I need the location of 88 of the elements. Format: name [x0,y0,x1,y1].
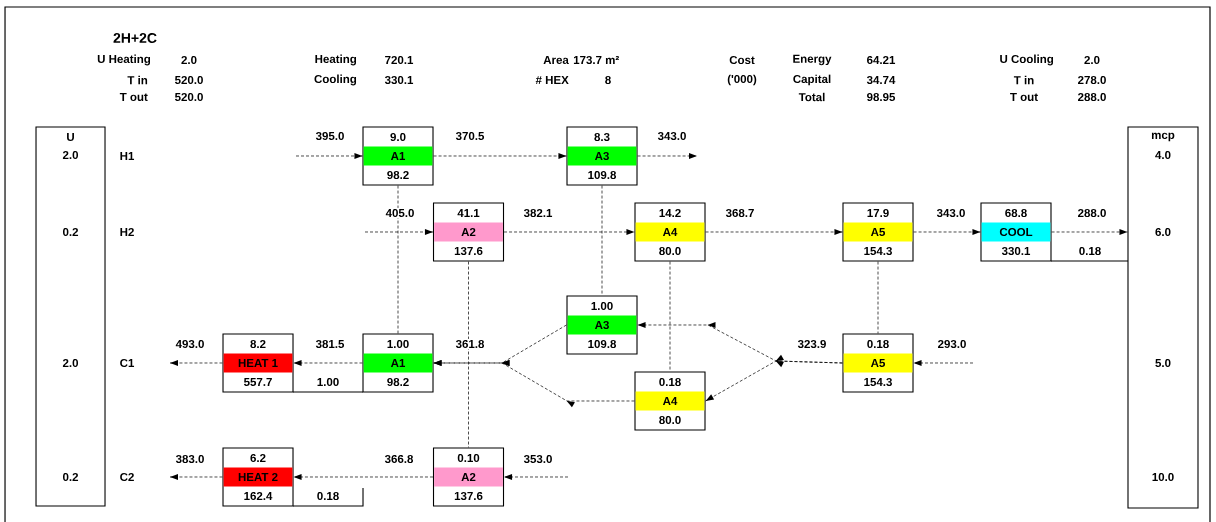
value-column-box: mcp 4.0 6.0 5.0 10.0 [1127,126,1199,509]
connector-line [397,185,399,334]
parameter-label: T in [1013,75,1034,85]
parameter-label: Cost [729,55,755,65]
stream-label: C1 [120,358,135,368]
parameter-label: T in [127,75,148,85]
parameter-value: 520.0 [175,92,203,102]
edge-label: 381.5 [314,338,346,350]
exchanger-box: 0.10 A2 137.6 [432,447,505,507]
edge-label: 382.1 [522,207,554,219]
parameter-label: U Cooling [1000,54,1054,66]
edge-label: 343.0 [656,130,688,142]
parameter-value: 98.95 [867,92,896,102]
exchanger-box: 9.0 A1 98.2 [362,126,434,186]
stream-arrow [433,153,567,159]
stream-arrow [1051,229,1128,235]
stream-arrow [293,360,363,366]
exchanger-box: 8.3 A3 109.8 [566,126,638,186]
parameter-value: 64.21 [867,55,896,65]
stream-arrow [705,229,843,235]
exchanger-box: 41.1 A2 137.6 [432,202,505,262]
parameter-value: 2.0 [1084,55,1100,65]
parameter-value: 288.0 [1078,92,1106,102]
stream-arrow [364,229,434,235]
parameter-value: 330.1 [384,75,414,85]
connector-line [669,261,671,372]
exchanger-box: 0.18 A5 154.3 [842,333,914,393]
connector-line [468,261,469,448]
stream-arrow [433,360,635,408]
exchanger-box: 1.00 A1 98.2 [362,333,434,393]
edge-label: 405.0 [384,207,416,219]
parameter-value: 173.7 m² [573,55,619,65]
value-cell: 0.18 [292,487,364,507]
edge-label: 383.0 [174,453,206,465]
value-cell: 1.00 [292,377,364,393]
parameter-label: Capital [793,74,831,86]
exchanger-box: 1.00 A3 109.8 [566,295,638,355]
parameter-label: Energy [793,54,832,66]
parameter-value: 278.0 [1078,75,1106,85]
exchanger-box: 17.9 A5 154.3 [842,202,914,262]
parameter-label: Heating [315,54,357,66]
stream-arrow [913,229,981,235]
edge-label: 368.7 [724,207,756,219]
connector-line [601,185,603,296]
parameter-value: 34.74 [866,75,896,85]
parameter-label: # HEX [535,76,569,84]
parameter-label: Cooling [314,74,357,86]
edge-label: 293.0 [936,338,968,350]
parameter-label: ('000) [727,74,757,86]
edge-label: 323.9 [796,338,828,350]
stream-arrow [293,474,434,480]
connector-line [877,261,879,334]
stream-label: H1 [120,152,135,160]
edge-label: 395.0 [314,130,346,142]
stream-label: H2 [120,228,134,236]
stream-arrow [705,354,843,402]
exchanger-box: 14.2 A4 80.0 [634,202,706,262]
edge-label: 361.8 [454,338,486,350]
stream-arrow [503,474,569,480]
edge-label: 288.0 [1076,207,1108,219]
stream-arrow [913,360,974,366]
edge-label: 493.0 [174,338,206,350]
heater-box: 8.2 HEAT 1 557.7 [222,333,294,393]
parameter-label: T out [1010,93,1038,101]
parameter-label: T out [119,93,148,101]
stream-arrow [169,474,223,480]
value-cell: 0.18 [1050,246,1129,262]
stream-arrow [169,360,223,366]
cooler-box: 68.8 COOL 330.1 [980,202,1052,262]
exchanger-box: 0.18 A4 80.0 [634,371,706,431]
stream-arrow [295,153,363,159]
parameter-label: Area [543,56,569,64]
edge-label: 353.0 [522,453,554,465]
stream-label: C2 [120,472,134,482]
parameter-value: 520.0 [175,75,203,85]
edge-label: 370.5 [454,130,486,142]
edge-label: 366.8 [383,453,415,465]
value-column-box: U 2.0 0.2 2.0 0.2 [35,126,106,507]
parameter-value: 2.0 [181,55,197,65]
parameter-value: 8 [605,75,611,85]
parameter-value: 720.1 [385,55,414,65]
diagram-title: 2H+2C [113,33,157,43]
parameter-label: U Heating [97,54,151,66]
parameter-label: Total [798,92,825,102]
stream-arrow [503,229,635,235]
heater-box: 6.2 HEAT 2 162.4 [222,447,294,507]
edge-label: 343.0 [935,207,967,219]
stream-arrow [637,153,698,159]
